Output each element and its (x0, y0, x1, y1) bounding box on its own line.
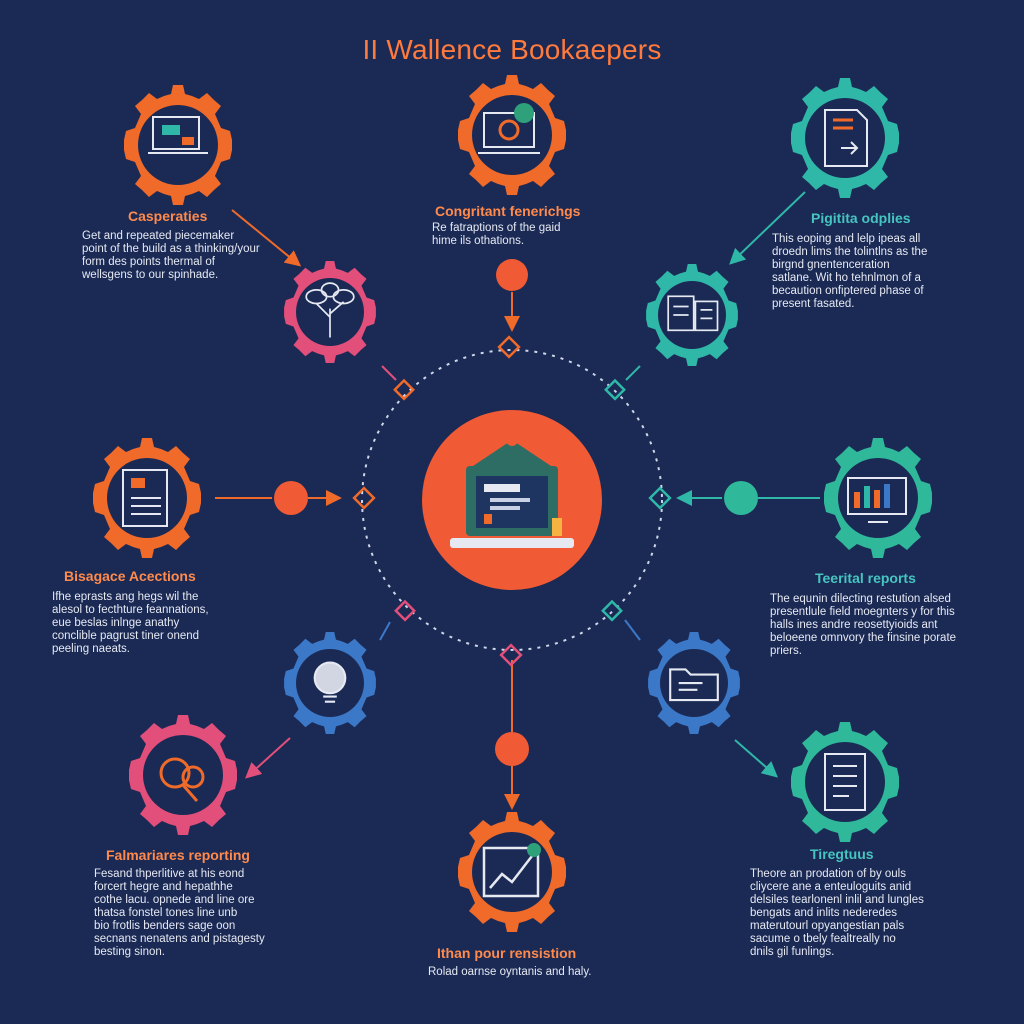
node-label-ithan: Ithan pour rensistion (437, 945, 577, 961)
connectors (215, 191, 820, 810)
node-label-congritant: Congritant fenerichgs (435, 203, 581, 219)
satellite-forms (646, 264, 738, 366)
spreadsheet-icon (122, 469, 168, 527)
document-icon (824, 109, 868, 167)
node-pigtita (791, 78, 899, 198)
node-casperaties (124, 85, 232, 205)
laptop-chart-icon (478, 112, 540, 154)
node-body-ithan: Rolad oarnse oyntanis and haly. (428, 966, 592, 978)
junction-dot-bottom (495, 732, 529, 766)
node-body-falmariares: Fesand thperlitive at his eond forcert h… (94, 868, 265, 958)
connector-folder (624, 619, 641, 641)
connector-tiregtuus (734, 739, 779, 778)
node-body-tiregtuus: Theore an prodation of by ouls cliycere … (750, 868, 924, 958)
satellite-bulb (284, 632, 376, 734)
connector-tree (381, 365, 397, 381)
puzzle-icon (159, 757, 205, 802)
ring-diamond-left (352, 486, 376, 510)
node-teerital (824, 438, 932, 558)
satellite-tree (284, 261, 376, 363)
lightbulb-icon (313, 661, 347, 703)
junction-dots (274, 259, 758, 766)
node-label-bisagace: Bisagace Acections (64, 568, 196, 584)
monitor-chart-icon (847, 477, 907, 523)
node-label-pigtita: Pigitita odplies (811, 210, 911, 226)
ring-diamond-top (497, 335, 521, 359)
node-body-congritant: Re fatraptions of the gaid hime ils otha… (432, 222, 561, 247)
node-tiregtuus (791, 722, 899, 842)
forms-icon (667, 295, 719, 332)
node-ithan (458, 812, 566, 932)
node-congritant (458, 75, 566, 195)
ring-connectors (352, 335, 672, 667)
tree-icon (305, 282, 355, 338)
satellite-folder (648, 632, 740, 734)
node-body-pigtita: This eoping and lelp ipeas all droedn li… (772, 233, 928, 310)
laptop-icon (148, 116, 208, 154)
node-body-teerital: The equnin dilecting restution alsed pre… (770, 593, 957, 657)
ring-square-nw (393, 378, 415, 401)
hub (422, 410, 602, 590)
node-bisagace (93, 438, 201, 558)
connector-casperaties (231, 209, 302, 267)
node-label-teerital: Teerital reports (815, 570, 916, 586)
node-body-bisagace: Ifhe eprasts ang hegs wil the alesol to … (52, 591, 209, 655)
node-falmariares (129, 715, 237, 835)
ring-square-sw (394, 599, 416, 622)
ring-diamond-right (648, 486, 672, 510)
node-label-falmariares: Falmariares reporting (106, 847, 250, 863)
junction-dot-top (496, 259, 528, 291)
folder-icon (669, 668, 719, 702)
hub-laptop-icon (450, 434, 574, 548)
connector-pigtita (729, 191, 806, 265)
node-label-tiregtuus: Tiregtuus (810, 846, 874, 862)
junction-dot-left (274, 481, 308, 515)
ring-square-ne (604, 378, 626, 401)
junction-dot-right (724, 481, 758, 515)
ring-square-se (601, 599, 623, 622)
connector-falmariares (245, 737, 291, 779)
connector-bulb (379, 621, 391, 641)
growth-chart-icon (482, 846, 540, 898)
node-label-casperaties: Casperaties (128, 208, 208, 224)
report-icon (824, 753, 866, 811)
connector-forms (625, 365, 641, 381)
ring-diamond-bottom (499, 643, 523, 667)
node-body-casperaties: Get and repeated piecemaker point of the… (82, 230, 260, 281)
page-title: II Wallence Bookaepers (362, 34, 662, 65)
hub-ring (361, 349, 663, 651)
